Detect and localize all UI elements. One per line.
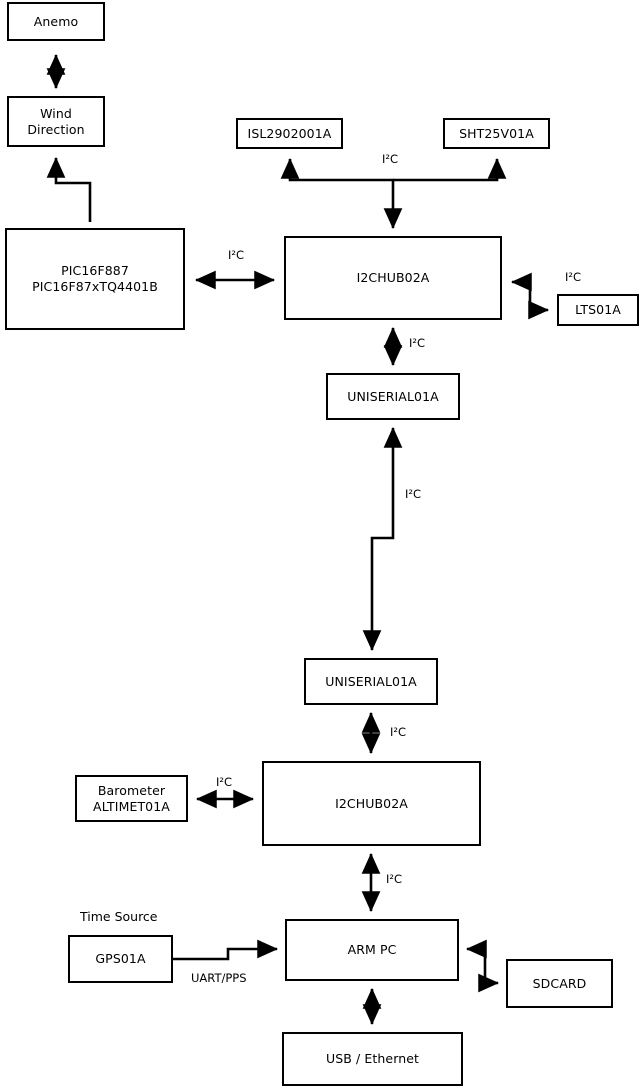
node-gps[interactable]: GPS01A xyxy=(68,935,173,983)
node-barometer-label: Barometer ALTIMET01A xyxy=(93,782,170,814)
node-hub_top[interactable]: I2CHUB02A xyxy=(284,236,502,320)
lbl-top-branch: I²C xyxy=(382,152,399,166)
node-anemo-label: Anemo xyxy=(33,13,79,29)
wire-pic-wind xyxy=(46,156,92,222)
node-wind-label: Wind Direction xyxy=(27,105,85,137)
node-uniserial_top[interactable]: UNISERIAL01A xyxy=(326,373,460,420)
node-lts-label: LTS01A xyxy=(575,302,621,317)
lbl-uni-hub2: I²C xyxy=(390,725,407,739)
lbl-hub2-arm: I²C xyxy=(386,872,403,886)
wire-arm-sd xyxy=(465,939,500,993)
node-isl-label: ISL2902001A xyxy=(247,125,332,141)
lbl-uni-uni: I²C xyxy=(405,487,422,501)
node-pic-label: PIC16F887 PIC16F87xTQ4401B xyxy=(32,263,158,294)
node-sdcard[interactable]: SDCARD xyxy=(506,959,613,1008)
node-armpc-label: ARM PC xyxy=(347,942,397,957)
node-pic[interactable]: PIC16F887 PIC16F87xTQ4401B xyxy=(5,228,185,330)
lbl-time-source: Time Source xyxy=(80,909,158,924)
node-sdcard-label: SDCARD xyxy=(532,975,587,991)
node-armpc[interactable]: ARM PC xyxy=(285,919,459,981)
lbl-hub-lts: I²C xyxy=(565,270,582,284)
wire-hub-branch xyxy=(280,157,403,230)
lbl-gps-arm: UART/PPS xyxy=(191,971,247,985)
node-uniserial_top-label: UNISERIAL01A xyxy=(347,388,439,404)
wire-gps-arm xyxy=(173,939,279,961)
node-hub_bot[interactable]: I2CHUB02A xyxy=(262,761,481,846)
node-hub_top-label: I2CHUB02A xyxy=(356,270,430,285)
node-wind[interactable]: Wind Direction xyxy=(7,96,105,147)
wire-branch-sht xyxy=(393,157,507,182)
node-uniserial_bot-label: UNISERIAL01A xyxy=(325,673,417,689)
node-sht[interactable]: SHT25V01A xyxy=(443,118,550,149)
node-usbeth-label: USB / Ethernet xyxy=(325,1051,420,1066)
node-anemo[interactable]: Anemo xyxy=(7,2,105,41)
node-gps-label: GPS01A xyxy=(95,951,146,966)
node-uniserial_bot[interactable]: UNISERIAL01A xyxy=(304,658,438,705)
node-lts[interactable]: LTS01A xyxy=(557,294,639,326)
lbl-baro-hub: I²C xyxy=(216,775,233,789)
lbl-hub-uni: I²C xyxy=(409,336,426,350)
node-hub_bot-label: I2CHUB02A xyxy=(335,795,408,811)
node-isl[interactable]: ISL2902001A xyxy=(236,118,343,149)
node-usbeth[interactable]: USB / Ethernet xyxy=(282,1032,463,1086)
wire-uni-uni xyxy=(362,426,403,652)
lbl-pic-hub: I²C xyxy=(228,248,245,262)
wire-hub-lts xyxy=(510,272,550,320)
node-barometer[interactable]: Barometer ALTIMET01A xyxy=(75,775,188,822)
node-sht-label: SHT25V01A xyxy=(459,125,534,141)
